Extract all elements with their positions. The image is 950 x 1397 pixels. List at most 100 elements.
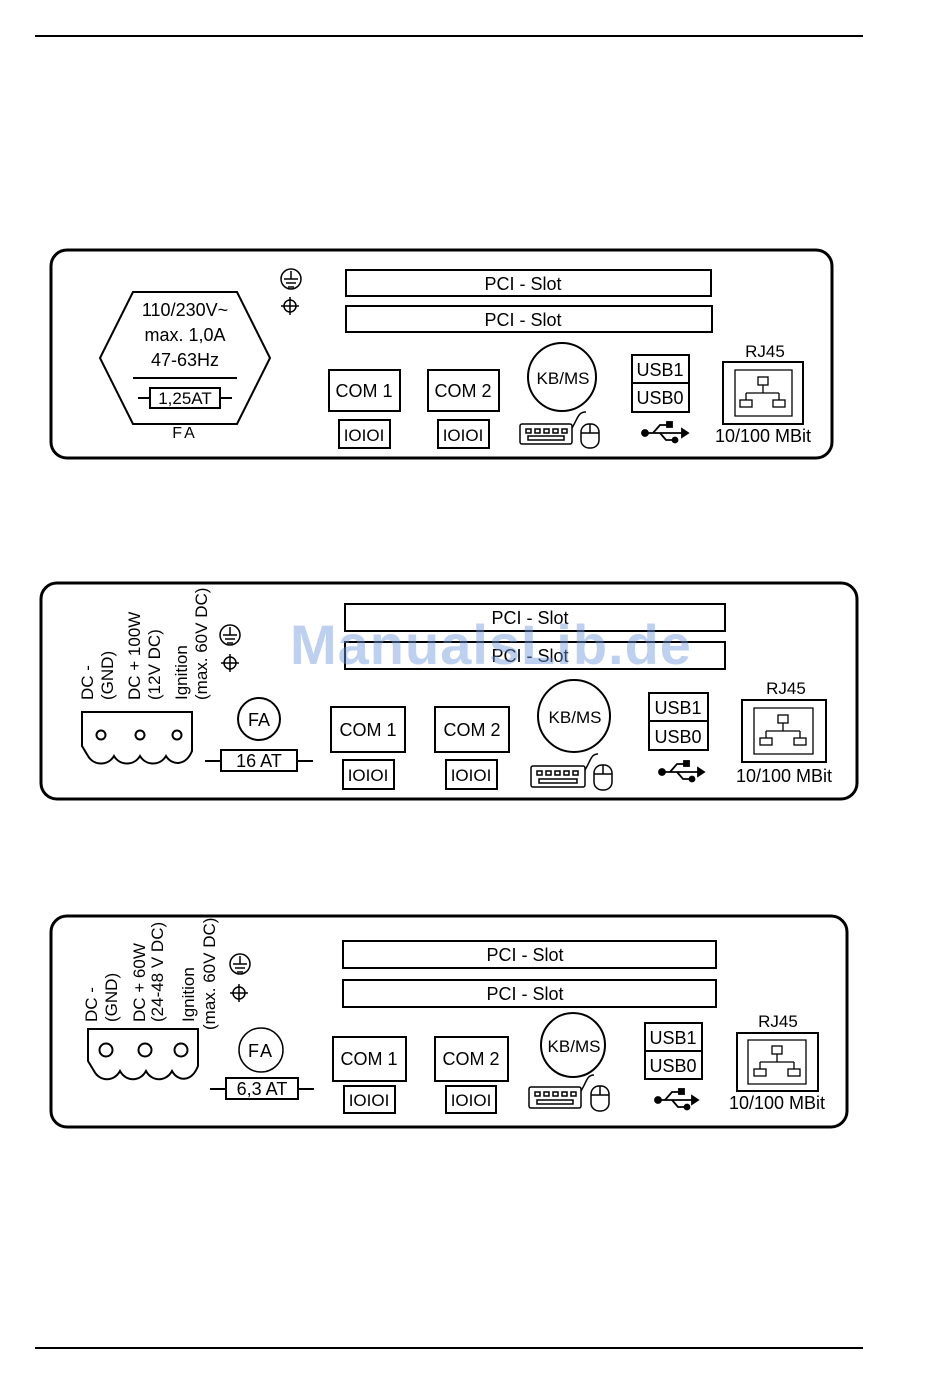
com1-label-box (330, 706, 406, 753)
rj45-network-icon (734, 369, 793, 417)
ac-fuse-label: FA (172, 425, 198, 442)
com2-label: COM 2 (442, 1049, 499, 1069)
dc100-ign-label: Ignition (172, 645, 191, 700)
chassis-icon (230, 984, 248, 1002)
kbms-port (537, 679, 611, 753)
ac-power-fuse-box: 110/230V~ max. 1,0A 47-63Hz 1,25AT (98, 291, 272, 425)
kbms-label: KB/MS (548, 1037, 601, 1056)
dc60-gnd-sub: (GND) (102, 973, 121, 1022)
rj45-port (736, 1032, 819, 1092)
pci-slot-2 (344, 641, 726, 670)
com1-connector (338, 419, 391, 449)
kbms-label: KB/MS (549, 708, 602, 727)
rj45-title: RJ45 (745, 342, 785, 361)
dc100-fuse-holder (237, 697, 281, 741)
fuse-icon (205, 749, 313, 772)
dc60-fuse-label: FA (248, 1041, 274, 1061)
dc60-fuse-holder (238, 1027, 284, 1073)
chassis-icon (281, 297, 299, 315)
usb0-label: USB0 (636, 388, 683, 408)
dc100-gnd-sub: (GND) (98, 651, 117, 700)
bottom-rule (35, 1347, 863, 1349)
dc60-gnd-label: DC - (82, 987, 101, 1022)
pci-slot-2-label: PCI - Slot (491, 646, 568, 666)
usb1-label: USB1 (654, 698, 701, 718)
com2-connector-glyph: IOIOI (443, 426, 484, 445)
top-rule (35, 35, 863, 37)
pci-slot-1-label: PCI - Slot (484, 274, 561, 294)
dc100-dc-label: DC + 100W (125, 612, 144, 700)
com2-label-box (427, 369, 500, 412)
com2-connector (437, 419, 490, 449)
usb1-label: USB1 (649, 1028, 696, 1048)
keyboard-icon (530, 753, 599, 788)
com2-connector (445, 1085, 497, 1114)
com1-connector-glyph: IOIOI (348, 766, 389, 785)
dc60-fuse-rating: 6,3 AT (237, 1079, 288, 1099)
chassis-icon (221, 654, 239, 672)
ac-current-text: max. 1,0A (144, 325, 225, 345)
pci-slot-2-label: PCI - Slot (486, 984, 563, 1004)
kbms-port (527, 342, 597, 412)
ac-fuse-rating: 1,25AT (158, 389, 212, 408)
dc100-ign-sub: (max. 60V DC) (192, 588, 211, 700)
rj45-speed: 10/100 MBit (736, 766, 832, 786)
com1-label-box (328, 369, 401, 412)
ac-frequency-text: 47-63Hz (151, 350, 219, 370)
pci-slot-1 (344, 603, 726, 632)
watermark: ManualsLib.de (290, 613, 692, 676)
com1-label-box (332, 1036, 407, 1082)
dc100-fuse-rating: 16 AT (236, 751, 282, 771)
fuse-icon (138, 387, 232, 409)
rj45-title: RJ45 (758, 1012, 798, 1031)
kbms-port (540, 1012, 606, 1078)
com1-connector-glyph: IOIOI (349, 1091, 390, 1110)
rj45-port (722, 361, 804, 425)
rj45-port (741, 699, 827, 763)
dc100-fuse-label: FA (248, 710, 270, 730)
panel-ac: 110/230V~ max. 1,0A 47-63Hz 1,25AT FA (49, 248, 834, 460)
pci-slot-1-label: PCI - Slot (491, 608, 568, 628)
com2-label-box (434, 1036, 509, 1082)
com2-label: COM 2 (443, 720, 500, 740)
terminal-block-icon (81, 711, 193, 765)
panel-dc60: DC - (GND) DC + 60W (24-48 V DC) Ignitio… (49, 914, 849, 1129)
com1-label: COM 1 (340, 1049, 397, 1069)
com2-label-box (434, 706, 510, 753)
ground-icon (229, 953, 251, 975)
com2-connector-glyph: IOIOI (451, 1091, 492, 1110)
com1-connector-glyph: IOIOI (344, 426, 385, 445)
ground-icon (280, 268, 302, 290)
com1-label: COM 1 (339, 720, 396, 740)
terminal-block-icon (87, 1028, 199, 1081)
usb1-label: USB1 (636, 360, 683, 380)
com2-connector-glyph: IOIOI (451, 766, 492, 785)
ground-icon (219, 624, 241, 646)
dc60-ign-sub: (max. 60V DC) (200, 918, 219, 1030)
pci-slot-2 (342, 979, 717, 1008)
rj45-network-icon (753, 707, 814, 755)
keyboard-icon (519, 411, 587, 445)
keyboard-icon (528, 1074, 595, 1109)
com1-connector (342, 759, 395, 790)
usb0-label: USB0 (654, 727, 701, 747)
rj45-network-icon (747, 1039, 807, 1085)
panel-dc100: DC - (GND) DC + 100W (12V DC) Ignition (… (39, 581, 859, 801)
rj45-title: RJ45 (766, 679, 806, 698)
mouse-icon (593, 764, 613, 791)
pci-slot-1-label: PCI - Slot (486, 945, 563, 965)
dc60-dc-label: DC + 60W (130, 943, 149, 1022)
rj45-speed: 10/100 MBit (729, 1093, 825, 1113)
fuse-icon (210, 1077, 314, 1100)
mouse-icon (580, 423, 600, 449)
usb-icon (654, 1088, 700, 1111)
com2-label: COM 2 (434, 381, 491, 401)
com1-connector (343, 1085, 396, 1114)
ac-voltage-text: 110/230V~ (142, 300, 228, 320)
dc100-dc-sub: (12V DC) (145, 629, 164, 700)
com2-connector (445, 759, 498, 790)
rj45-speed: 10/100 MBit (715, 426, 811, 446)
dc60-dc-sub: (24-48 V DC) (148, 922, 167, 1022)
dc60-ign-label: Ignition (179, 967, 198, 1022)
